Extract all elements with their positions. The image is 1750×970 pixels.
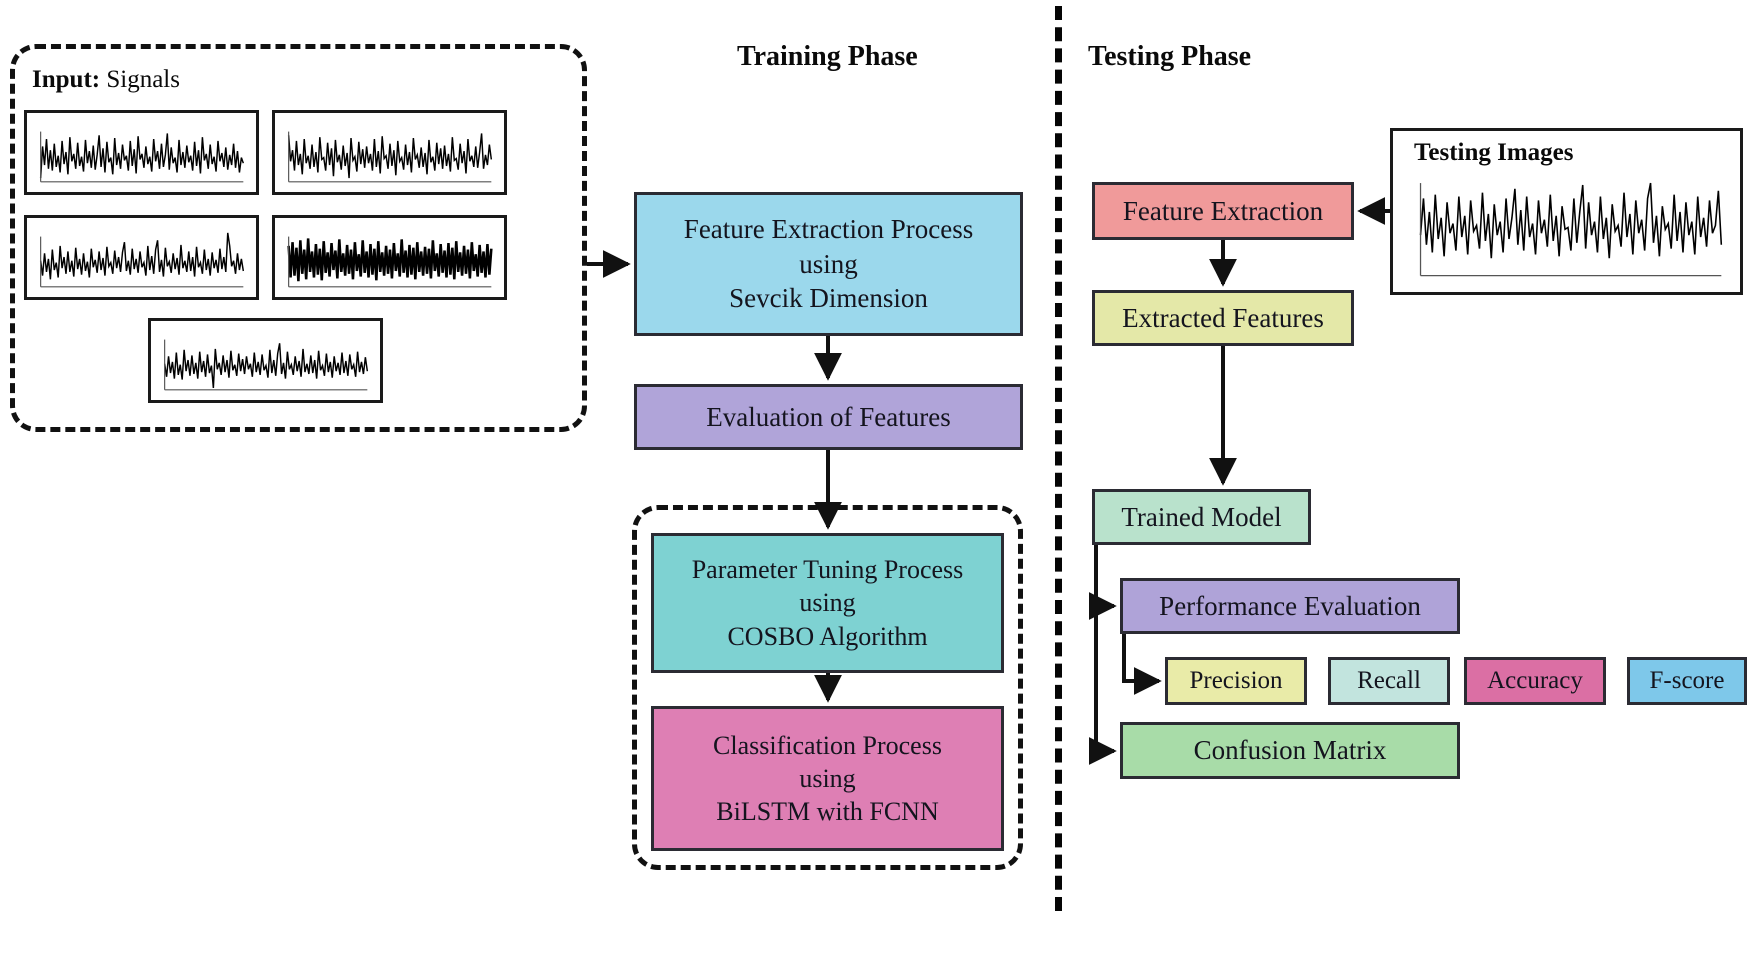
- testing-images-label: Testing Images: [1414, 139, 1574, 166]
- metric-recall-label: Recall: [1357, 667, 1421, 694]
- box-metric-fscore[interactable]: F-score: [1627, 657, 1747, 705]
- classification-line-3: BiLSTM with FCNN: [716, 797, 939, 827]
- arrow-performance-evaluation-to-precision: [1122, 634, 1162, 695]
- parameter-tuning-line-1: Parameter Tuning Process: [691, 555, 964, 585]
- trained-model-label: Trained Model: [1121, 501, 1282, 532]
- metric-accuracy-label: Accuracy: [1487, 667, 1583, 694]
- box-performance-evaluation[interactable]: Performance Evaluation: [1120, 578, 1460, 634]
- box-trained-model[interactable]: Trained Model: [1092, 489, 1311, 545]
- box-metric-precision[interactable]: Precision: [1165, 657, 1307, 705]
- input-signals-label: Input: Signals: [32, 66, 180, 94]
- signal-plot-1: [39, 131, 245, 183]
- input-label-strong: Input:: [32, 66, 101, 93]
- box-extracted-features[interactable]: Extracted Features: [1092, 290, 1354, 346]
- metric-fscore-label: F-score: [1649, 667, 1725, 694]
- evaluation-of-features-label: Evaluation of Features: [706, 401, 951, 432]
- signal-plot-4: [287, 236, 493, 288]
- training-phase-title: Training Phase: [737, 41, 918, 72]
- classification-line-1: Classification Process: [713, 730, 942, 760]
- box-evaluation-of-features[interactable]: Evaluation of Features: [634, 384, 1023, 450]
- signal-thumbnail-1: [24, 110, 259, 195]
- classification-line-2: using: [799, 763, 856, 793]
- parameter-tuning-line-2: using: [799, 588, 856, 618]
- parameter-tuning-line-3: COSBO Algorithm: [727, 621, 928, 651]
- extracted-features-label: Extracted Features: [1122, 302, 1324, 333]
- box-parameter-tuning-process[interactable]: Parameter Tuning Process using COSBO Alg…: [651, 533, 1004, 673]
- testing-signal-plot: [1419, 182, 1723, 277]
- performance-evaluation-label: Performance Evaluation: [1159, 590, 1421, 621]
- metric-precision-label: Precision: [1189, 667, 1283, 694]
- signal-thumbnail-4: [272, 215, 507, 300]
- signal-plot-2: [287, 131, 493, 183]
- phase-divider: [1055, 6, 1062, 911]
- box-classification-process[interactable]: Classification Process using BiLSTM with…: [651, 706, 1004, 851]
- box-testing-feature-extraction[interactable]: Feature Extraction: [1092, 182, 1354, 240]
- signal-thumbnail-5: [148, 318, 383, 403]
- testing-feature-extraction-label: Feature Extraction: [1122, 195, 1324, 226]
- box-metric-recall[interactable]: Recall: [1328, 657, 1450, 705]
- feature-extraction-line-1: Feature Extraction Process: [683, 214, 974, 245]
- box-confusion-matrix[interactable]: Confusion Matrix: [1120, 722, 1460, 779]
- box-feature-extraction-process[interactable]: Feature Extraction Process using Sevcik …: [634, 192, 1023, 336]
- feature-extraction-line-2: using: [799, 248, 858, 279]
- box-metric-accuracy[interactable]: Accuracy: [1464, 657, 1606, 705]
- signal-plot-3: [39, 232, 245, 288]
- testing-images-panel: [1390, 128, 1743, 295]
- signal-thumbnail-3: [24, 215, 259, 300]
- confusion-matrix-label: Confusion Matrix: [1193, 735, 1387, 766]
- input-signals-panel: [10, 44, 587, 432]
- feature-extraction-line-3: Sevcik Dimension: [729, 283, 928, 314]
- testing-phase-title: Testing Phase: [1088, 41, 1252, 72]
- input-label-rest: Signals: [100, 66, 180, 93]
- signal-thumbnail-2: [272, 110, 507, 195]
- signal-plot-5: [163, 339, 369, 391]
